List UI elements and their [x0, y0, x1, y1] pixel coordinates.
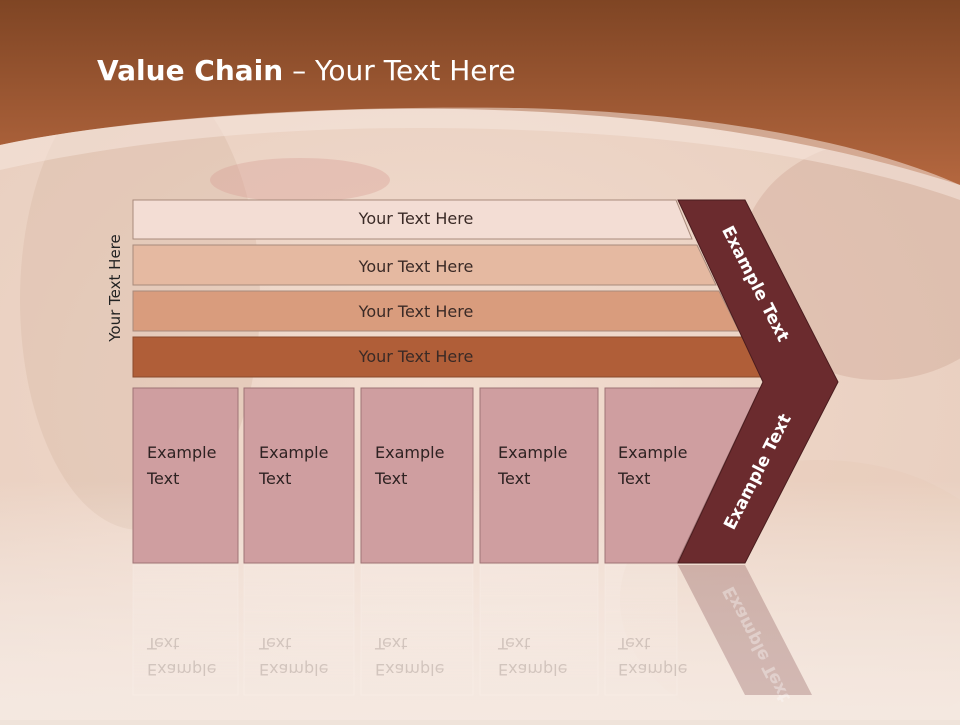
- box-5-line2: Text: [618, 469, 651, 488]
- box-4: [479, 387, 599, 564]
- chevron-shape: [677, 199, 839, 564]
- box-2-line2: Text: [259, 469, 292, 488]
- bar-2: [132, 244, 717, 286]
- box-2-line1: Example: [259, 443, 329, 462]
- page-title: Value Chain – Your Text Here: [97, 54, 516, 87]
- box-2: [243, 387, 355, 564]
- page-title-bold: Value Chain: [97, 54, 284, 87]
- box-3-line2: Text: [375, 469, 408, 488]
- page-title-rest: – Your Text Here: [283, 54, 516, 87]
- bar-1: [132, 199, 693, 240]
- box-5-line1: Example: [618, 443, 688, 462]
- box-3: [360, 387, 474, 564]
- box-5: [604, 387, 761, 564]
- side-label: Your Text Here: [106, 234, 124, 342]
- box-3-line1: Example: [375, 443, 445, 462]
- bar-3-label: Your Text Here: [358, 302, 474, 321]
- box-1-line2: Text: [147, 469, 180, 488]
- bar-4-label: Your Text Here: [358, 347, 474, 366]
- box-4-line1: Example: [498, 443, 568, 462]
- box-4-line2: Text: [498, 469, 531, 488]
- bar-2-label: Your Text Here: [358, 257, 474, 276]
- box-1: [132, 387, 239, 564]
- bar-1-label: Your Text Here: [358, 209, 474, 228]
- box-1-line1: Example: [147, 443, 217, 462]
